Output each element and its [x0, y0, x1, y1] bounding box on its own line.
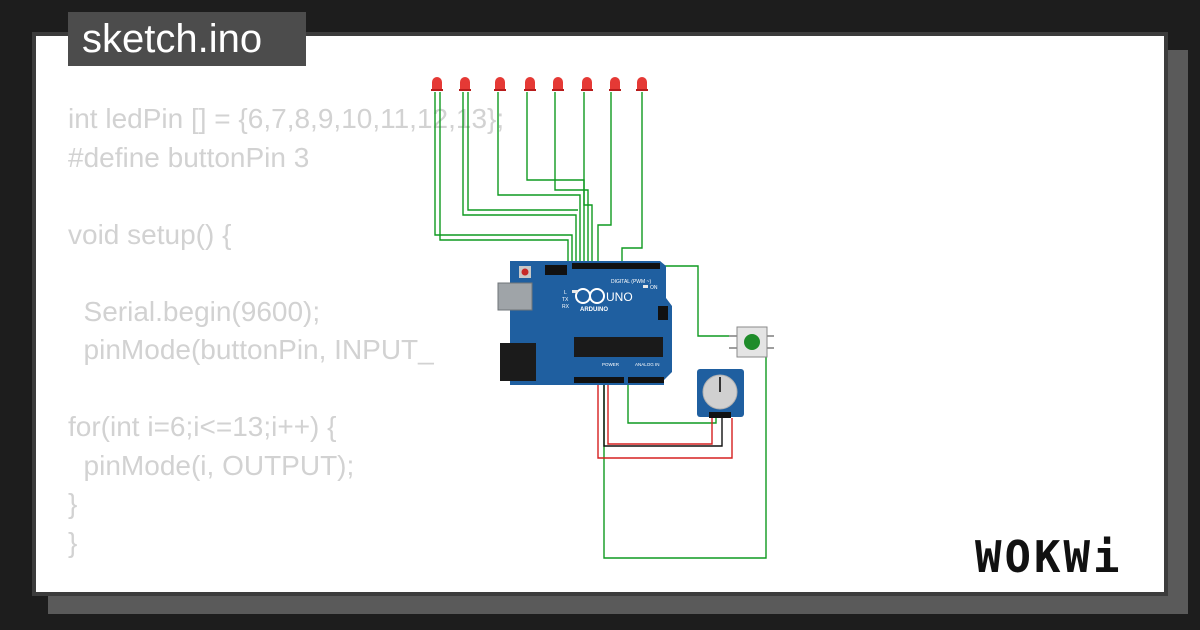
led-wire-6 [583, 92, 593, 263]
power-jack [500, 343, 536, 381]
led-1 [432, 77, 442, 90]
led-rim-1 [431, 89, 443, 91]
led-return-wire-1 [439, 92, 569, 263]
icsp-header-top [545, 265, 567, 275]
usb-connector [497, 282, 533, 311]
on-led [643, 285, 648, 288]
reset-button-cap [521, 268, 529, 276]
analog-header [628, 377, 664, 383]
push-button[interactable] [729, 326, 774, 358]
led-rim-8 [636, 89, 648, 91]
led-wire-5 [554, 92, 589, 263]
led-2 [460, 77, 470, 90]
code-line-6: Serial.begin(9600); [68, 295, 321, 327]
led-rim-6 [581, 89, 593, 91]
analog-label: ANALOG IN [635, 362, 660, 367]
led-wire-3 [497, 92, 581, 263]
code-line-12: } [68, 526, 78, 558]
code-preview: int ledPin [] = {6,7,8,9,10,11,12,13}; #d… [68, 100, 504, 562]
led-rim-3 [494, 89, 506, 91]
code-line-10: pinMode(i, OUTPUT); [68, 449, 355, 481]
logo-ring-right [589, 288, 605, 304]
led-wire-7 [597, 92, 612, 263]
pot-pins [709, 412, 731, 418]
led-return-wire-2 [467, 92, 578, 211]
pot-5v-wire [607, 383, 713, 445]
code-line-9: for(int i=6;i<=13;i++) { [68, 411, 337, 442]
led-5 [553, 77, 563, 90]
rx-label: RX [562, 304, 570, 310]
led-8 [637, 77, 647, 90]
pot-signal-wire [627, 383, 717, 424]
led-wire-1 [434, 92, 573, 263]
potentiometer[interactable] [697, 369, 744, 418]
tx-label: TX [562, 297, 569, 303]
digital-label: DIGITAL (PWM ~) [611, 279, 651, 285]
file-name-tab: sketch.ino [68, 12, 306, 66]
led-wire-2 [462, 92, 577, 263]
wires [434, 92, 774, 559]
code-line-4: void setup() { [68, 218, 232, 250]
power-header [574, 377, 624, 383]
code-line-1: int ledPin [] = {6,7,8,9,10,11,12,13}; [68, 103, 505, 134]
tx-rx-leds [572, 290, 578, 293]
board-brand: ARDUINO [580, 307, 608, 313]
power-label: POWER [602, 362, 620, 367]
atmega-chip [574, 337, 663, 357]
icsp-header-side [658, 306, 668, 320]
digital-header [572, 263, 660, 269]
led-7 [610, 77, 620, 90]
button-signal-wire [662, 265, 737, 337]
pot-vcc-wire [597, 383, 733, 459]
led-rim-4 [524, 89, 536, 91]
led-row [431, 77, 648, 91]
pot-gnd-wire [603, 383, 723, 447]
code-line-2: #define buttonPin 3 [68, 141, 310, 173]
board-model: UNO [606, 290, 633, 304]
wokwi-logo: WOKWi [975, 532, 1123, 583]
l-label: L [564, 290, 567, 296]
led-rim-2 [459, 89, 471, 91]
led-3 [495, 77, 505, 90]
code-line-7: pinMode(buttonPin, INPUT_ [68, 334, 434, 365]
on-label: ON [650, 285, 658, 291]
code-line-11: } [68, 488, 78, 519]
button-cap[interactable] [744, 334, 760, 350]
led-rim-5 [552, 89, 564, 91]
led-4 [525, 77, 535, 90]
led-wire-8 [621, 92, 643, 263]
arduino-uno-board[interactable]: DIGITAL (PWM ~) UNO ARDUINO ON L TX RX P… [497, 261, 672, 385]
led-6 [582, 77, 592, 90]
led-rim-7 [609, 89, 621, 91]
